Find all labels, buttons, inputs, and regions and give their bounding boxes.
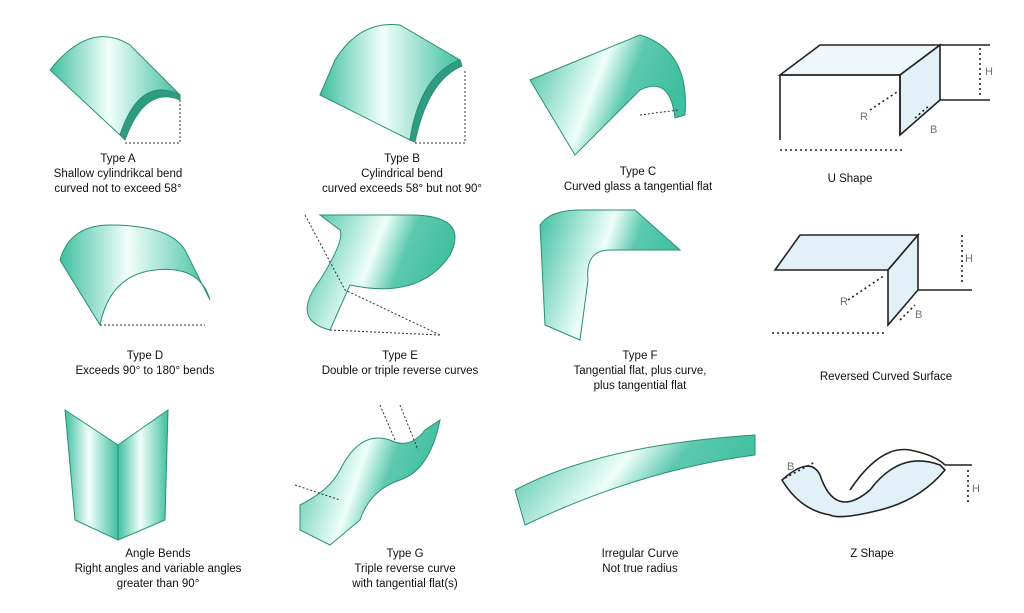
caption-title: Type C [619, 166, 657, 178]
caption-line: with tangential flat(s) [352, 578, 458, 590]
caption-reversed-curved-surface: Reversed Curved Surface [766, 370, 1006, 385]
type-b-shape [319, 23, 466, 144]
type-d-shape [59, 224, 211, 327]
caption-type-d: Type D Exceeds 90° to 180° bends [25, 349, 265, 379]
caption-type-c: Type C Curved glass a tangential flat [518, 165, 758, 195]
caption-line: plus tangential flat [593, 380, 687, 392]
caption-title: Type F [622, 350, 658, 362]
angle-bends-shape [64, 409, 169, 541]
caption-line: Right angles and variable angles [74, 563, 242, 575]
caption-title: U Shape [827, 173, 873, 185]
caption-z-shape: Z Shape [752, 547, 992, 562]
caption-line: curved exceeds 58° but not 90° [321, 183, 483, 195]
rev-radius-label: R [840, 296, 848, 308]
caption-line: Shallow cylindrikcal bend [53, 168, 183, 180]
caption-title: Irregular Curve [601, 548, 679, 560]
caption-line: greater than 90° [116, 578, 200, 590]
caption-title: Type A [100, 153, 136, 165]
u-shape-diagram: H R B [777, 43, 993, 151]
caption-line: Triple reverse curve [354, 563, 456, 575]
caption-title: Reversed Curved Surface [819, 371, 953, 383]
reversed-curved-surface-diagram: H R B [772, 232, 973, 334]
rev-bend-label: B [915, 309, 922, 321]
rev-height-label: H [965, 253, 973, 265]
type-g-shape [294, 404, 441, 546]
u-height-label: H [985, 66, 993, 78]
u-bend-label: B [930, 124, 937, 136]
caption-line: Curved glass a tangential flat [563, 181, 713, 193]
type-c-shape [529, 34, 686, 156]
type-f-shape [539, 209, 682, 341]
z-height-label: H [972, 483, 980, 495]
caption-u-shape: U Shape [730, 172, 970, 187]
caption-line: Not true radius [602, 563, 678, 575]
caption-title: Type B [384, 153, 420, 165]
caption-title: Type E [382, 350, 418, 362]
caption-title: Type D [126, 350, 164, 362]
caption-type-g: Type G Triple reverse curve with tangentia… [285, 547, 525, 592]
caption-type-b: Type B Cylindrical bend curved exceeds 58°… [282, 152, 522, 197]
caption-line: Cylindrical bend [361, 168, 443, 180]
u-radius-label: R [860, 111, 868, 123]
caption-line: curved not to exceed 58° [54, 183, 182, 195]
caption-title: Angle Bends [125, 548, 191, 560]
caption-type-a: Type A Shallow cylindrikcal bend curved no… [0, 152, 238, 197]
caption-title: Type G [386, 548, 424, 560]
z-shape-diagram: B H [780, 448, 980, 518]
caption-type-f: Type F Tangential flat, plus curve, plus t… [520, 349, 760, 394]
caption-line: Double or triple reverse curves [321, 365, 479, 377]
type-e-shape [304, 214, 456, 336]
irregular-curve-shape [514, 434, 756, 526]
caption-line: Exceeds 90° to 180° bends [75, 365, 215, 377]
type-a-shape [49, 36, 181, 144]
caption-line: Tangential flat, plus curve, [573, 365, 707, 377]
caption-title: Z Shape [850, 548, 894, 560]
caption-type-e: Type E Double or triple reverse curves [280, 349, 520, 379]
z-bend-label: B [787, 461, 794, 473]
